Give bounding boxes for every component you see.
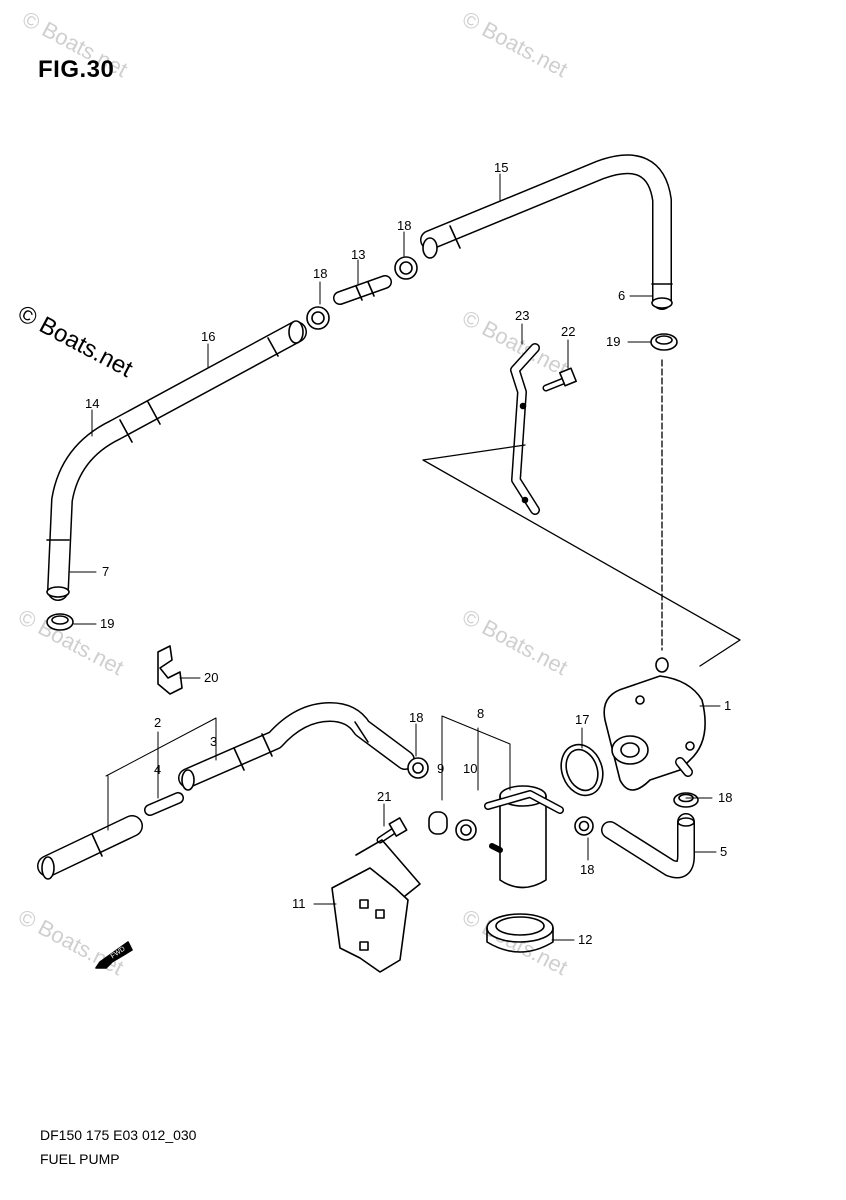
band-12: [486, 913, 554, 953]
bolt-22: [542, 367, 577, 392]
footer-model-code: DF150 175 E03 012_030: [40, 1127, 197, 1143]
fuel-pump-1: [603, 657, 706, 791]
callout-17: 17: [575, 712, 589, 727]
callout-22: 22: [561, 324, 575, 339]
callout-8: 8: [477, 706, 484, 721]
callout-21: 21: [377, 789, 391, 804]
callout-10: 10: [463, 761, 477, 776]
hose-15: [420, 154, 673, 310]
callout-18: 18: [313, 266, 327, 281]
figure-title: FIG.30: [38, 56, 115, 83]
hose-16-14: [46, 320, 307, 601]
callout-3: 3: [210, 734, 217, 749]
o-ring-17: [560, 743, 604, 797]
callout-9: 9: [437, 761, 444, 776]
bracket-23: [510, 343, 540, 515]
callout-19: 19: [606, 334, 620, 349]
callout-18: 18: [580, 862, 594, 877]
callout-20: 20: [204, 670, 218, 685]
clamp-20: [157, 645, 183, 695]
callout-1: 1: [724, 698, 731, 713]
callout-11: 11: [292, 896, 306, 911]
callout-5: 5: [720, 844, 727, 859]
callout-14: 14: [85, 396, 99, 411]
clip-18-hose: [407, 757, 429, 779]
fwd-arrow-icon: [95, 941, 133, 969]
hose-2-short: [37, 815, 143, 880]
clip-18-center: [574, 816, 594, 836]
callout-7: 7: [102, 564, 109, 579]
callout-23: 23: [515, 308, 529, 323]
clip-18-top-left: [306, 306, 330, 330]
assembly-outline: [422, 359, 741, 667]
callout-2: 2: [154, 715, 161, 730]
joint-13: [333, 275, 392, 305]
clip-18-top-right: [394, 256, 418, 280]
bracket-11: [331, 867, 409, 973]
callout-13: 13: [351, 247, 365, 262]
joint-4: [144, 792, 184, 816]
callout-18: 18: [397, 218, 411, 233]
callout-18: 18: [718, 790, 732, 805]
footer-figure-name: FUEL PUMP: [40, 1151, 120, 1167]
callout-19: 19: [100, 616, 114, 631]
callout-18: 18: [409, 710, 423, 725]
clip-19-left: [46, 613, 74, 631]
hose-5: [601, 813, 695, 879]
bolt-21: [355, 817, 421, 901]
callout-15: 15: [494, 160, 508, 175]
grommet-9: [428, 811, 448, 835]
fuel-filter-8: [484, 785, 564, 889]
callout-labels: 15 18 13 18 6 23 22 19 16 14 7 19 20 1 2…: [85, 160, 732, 960]
hose-2-3: [178, 702, 415, 791]
callout-4: 4: [154, 762, 161, 777]
callout-16: 16: [201, 329, 215, 344]
clip-10: [455, 819, 477, 841]
clip-18-right: [673, 792, 699, 808]
leader-lines: [69, 173, 721, 941]
callout-6: 6: [618, 288, 625, 303]
clip-19-right: [650, 333, 678, 351]
callout-12: 12: [578, 932, 592, 947]
